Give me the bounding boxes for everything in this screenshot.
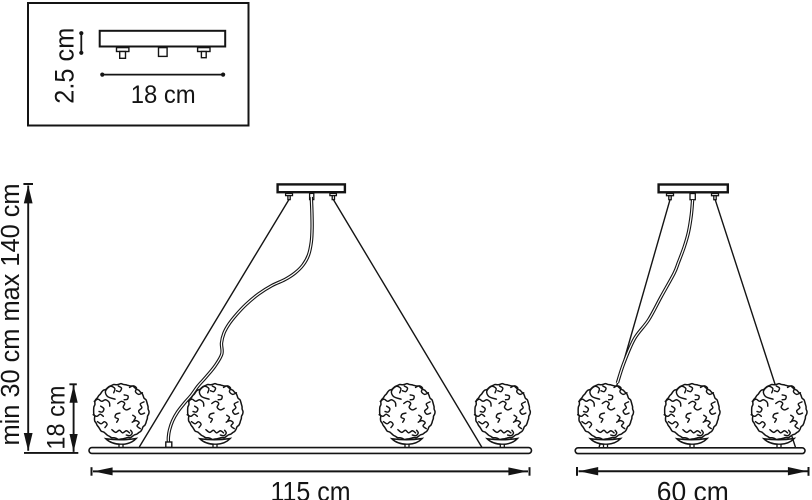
svg-text:min 30 cm max 140 cm: min 30 cm max 140 cm (0, 184, 25, 446)
svg-text:60 cm: 60 cm (657, 476, 729, 500)
svg-text:18 cm: 18 cm (43, 386, 70, 450)
svg-text:2.5 cm: 2.5 cm (49, 28, 79, 104)
svg-text:115 cm: 115 cm (271, 476, 351, 500)
svg-text:18 cm: 18 cm (131, 81, 196, 109)
